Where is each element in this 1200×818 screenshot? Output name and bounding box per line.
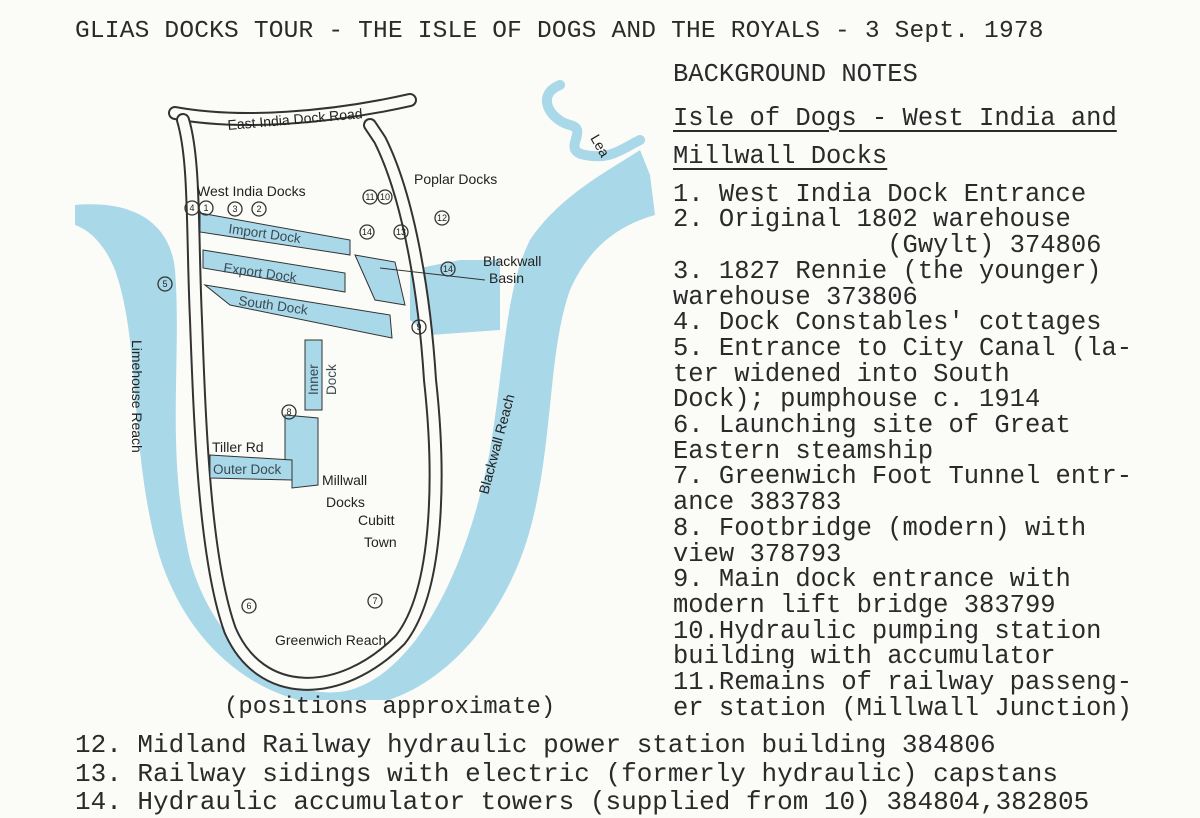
label-millwall: Millwall [322,472,367,488]
marker-circle [241,598,257,614]
note-line: warehouse 373806 [673,282,918,312]
import-dock [199,212,351,256]
label-inner: Inner [306,364,321,395]
notes-subheading-2: Millwall Docks [673,141,888,171]
label-tiller-rd: Tiller Rd [212,439,264,455]
note-line: modern lift bridge 383799 [673,590,1056,620]
label-basin: Basin [489,270,524,286]
note-line: 10.Hydraulic pumping station [673,616,1102,646]
note-line: 9. Main dock entrance with [673,565,1071,595]
marker-number: 13 [396,227,406,237]
marker-number: 3 [232,204,237,214]
note-line: ance 383783 [673,488,842,518]
notes-heading: BACKGROUND NOTES [673,60,918,89]
marker-number: 12 [437,213,447,223]
note-line-13: 13. Railway sidings with electric (forme… [75,758,1058,789]
marker-circle [362,189,378,205]
label-greenwich-reach: Greenwich Reach [275,632,386,648]
marker-circle [157,276,173,292]
label-poplar-docks: Poplar Docks [414,171,497,187]
marker-circle [434,210,450,226]
marker-circle [227,201,243,217]
note-line: 4. Dock Constables' cottages [673,308,1102,338]
roads [168,93,443,691]
marker-circle [367,593,383,609]
positions-note: (positions approximate) [224,694,556,721]
note-line: 6. Launching site of Great [673,411,1071,441]
note-line: 1. West India Dock Entrance [673,179,1087,209]
note-line: building with accumulator [673,642,1056,672]
note-line-12: 12. Midland Railway hydraulic power stat… [75,730,996,760]
marker-circle [377,189,393,205]
marker-circle [198,200,214,216]
label-inner-dock: Dock [324,364,339,395]
south-dock [203,284,393,339]
label-east-india-dock-road: East India Dock Road [227,105,363,133]
docks-map: East India Dock Road West India Docks Po… [75,80,655,700]
note-line: (Gwylt) 374806 [673,231,1102,261]
note-line-14: 14. Hydraulic accumulator towers (suppli… [75,787,1090,817]
document-title: GLIAS DOCKS TOUR - THE ISLE OF DOGS AND … [75,18,1044,45]
marker-circle [411,319,427,335]
note-line: 5. Entrance to City Canal (la- [673,333,1133,363]
marker-number: 4 [189,203,194,213]
additional-notes: 12. Midland Railway hydraulic power stat… [75,731,1089,817]
label-outer-dock: Outer Dock [213,462,282,477]
export-dock [202,249,346,293]
label-docks: Docks [326,494,365,510]
blackwall-basin [354,254,406,306]
note-line: 7. Greenwich Foot Tunnel entr- [673,462,1133,492]
label-cubitt: Cubitt [358,512,395,528]
river-thames [75,150,655,700]
label-west-india-docks: West India Docks [197,183,306,199]
note-line: ter widened into South [673,359,1010,389]
note-line: 11.Remains of railway passeng- [673,668,1133,698]
marker-circle [440,261,456,277]
marker-circle [281,404,297,420]
marker-number: 10 [380,192,390,202]
note-line: 8. Footbridge (modern) with [673,513,1087,543]
note-line: Eastern steamship [673,436,934,466]
marker-number: 8 [286,407,291,417]
docks [199,212,406,489]
note-line: Dock); pumphouse c. 1914 [673,385,1041,415]
label-blackwall: Blackwall [483,253,541,269]
background-notes: BACKGROUND NOTES Isle of Dogs - West Indi… [673,62,1132,721]
note-line: 3. 1827 Rennie (the younger) [673,256,1102,286]
marker-circle [251,201,267,217]
note-line: 2. Original 1802 warehouse [673,205,1071,235]
marker-number: 1 [203,203,208,213]
label-limehouse-reach: Limehouse Reach [129,340,145,453]
marker-circle [393,224,409,240]
note-line: view 378793 [673,539,842,569]
outer-dock [209,454,293,481]
river-lea [542,80,645,162]
note-line: er station (Millwall Junction) [673,693,1133,723]
marker-circle [359,224,375,240]
marker-number: 14 [443,264,453,274]
marker-number: 11 [365,192,374,202]
marker-number: 7 [372,596,377,606]
marker-number: 9 [416,322,421,332]
inner-dock [304,339,323,411]
marker-number: 2 [256,204,261,214]
marker-number: 5 [162,279,167,289]
label-town: Town [364,534,397,550]
notes-subheading: Isle of Dogs - West India and [673,103,1117,133]
basin-pointer [379,267,486,281]
marker-number: 14 [362,227,372,237]
marker-number: 6 [246,601,251,611]
